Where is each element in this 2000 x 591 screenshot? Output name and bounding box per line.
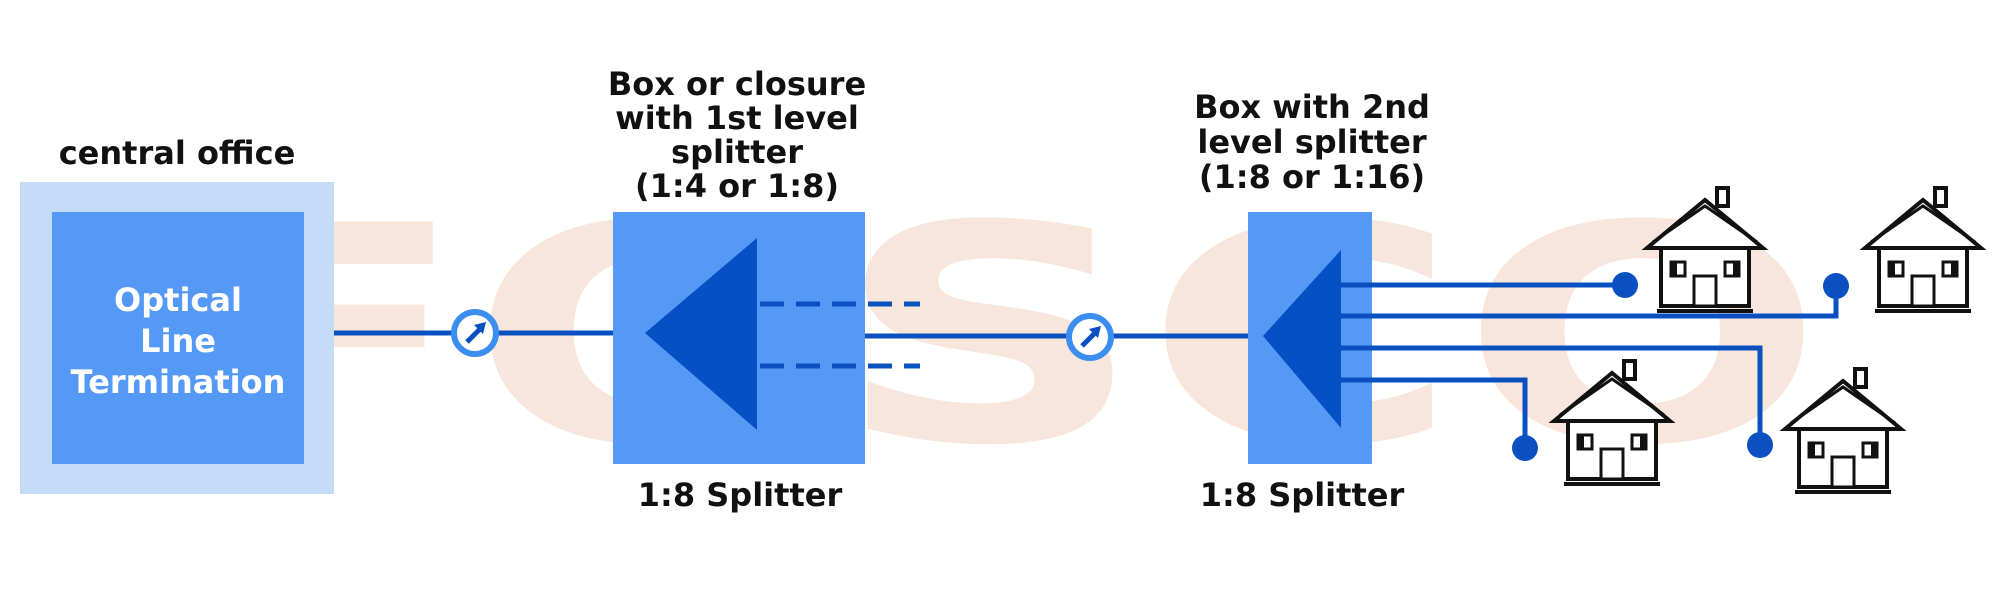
splitter-2: Box with 2nd level splitter (1:8 or 1:16…: [1194, 88, 1430, 514]
drop-fiber-3: [1341, 345, 1763, 445]
splitter1-heading-line-1: Box or closure: [608, 65, 866, 103]
central-office: central office Optical Line Termination: [20, 134, 334, 494]
drop-endpoint-3: [1747, 432, 1773, 458]
splitter1-triangle: [645, 238, 757, 430]
olt-box: [52, 212, 304, 464]
splitter1-caption: 1:8 Splitter: [638, 476, 843, 514]
drop-endpoint-1: [1612, 272, 1638, 298]
splitter2-heading-line-1: Box with 2nd: [1194, 88, 1430, 126]
central-office-heading: central office: [59, 134, 296, 172]
drop-endpoint-2: [1823, 273, 1849, 299]
olt-label-line-3: Termination: [71, 363, 286, 401]
splitter1-heading-line-3: splitter: [671, 133, 803, 171]
splitter1-heading-line-2: with 1st level: [615, 99, 859, 137]
house-icon: [1863, 186, 1983, 313]
drop-fiber-4: [1341, 377, 1528, 448]
splitter2-caption: 1:8 Splitter: [1200, 476, 1405, 514]
fiber-connector-icon: [451, 309, 499, 357]
splitter2-triangle: [1263, 250, 1341, 428]
splitter2-heading-line-2: level splitter: [1197, 123, 1427, 161]
olt-label-line-2: Line: [140, 322, 216, 360]
splitter-1: Box or closure with 1st level splitter (…: [608, 65, 920, 514]
olt-label-line-1: Optical: [114, 281, 242, 319]
splitter1-heading-line-4: (1:4 or 1:8): [635, 167, 839, 205]
drop-endpoints: [1512, 272, 1849, 461]
fiber-connector-icon: [1066, 313, 1114, 361]
splitter2-heading-line-3: (1:8 or 1:16): [1199, 158, 1425, 196]
drop-endpoint-4: [1512, 435, 1538, 461]
